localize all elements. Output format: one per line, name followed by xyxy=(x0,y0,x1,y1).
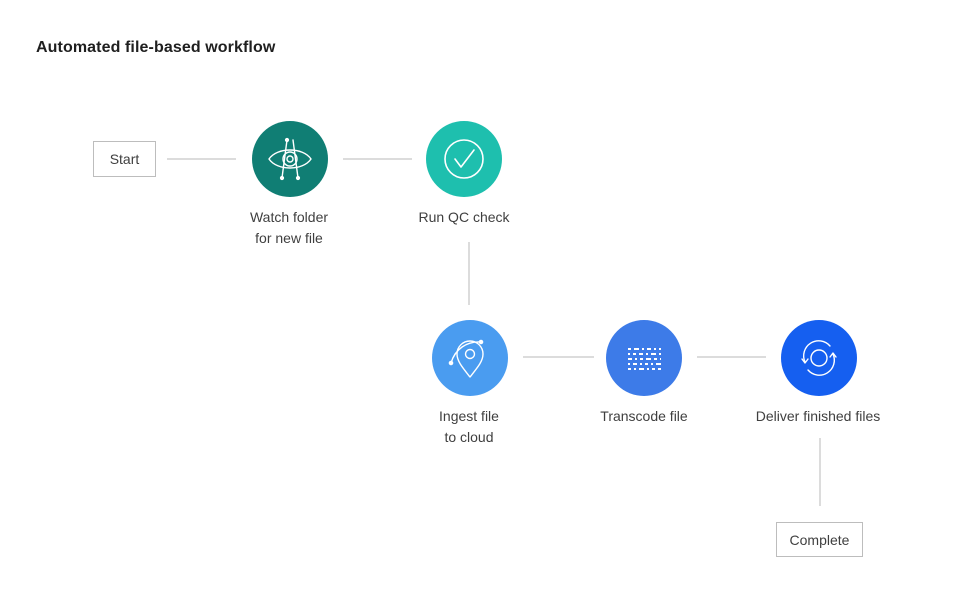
location-pin-icon xyxy=(448,339,484,378)
deliver-files-node xyxy=(781,320,857,396)
qc-check-node xyxy=(426,121,502,197)
ingest-file-label-line-2: to cloud xyxy=(444,429,494,445)
start-label: Start xyxy=(109,151,140,167)
transcode-file-node xyxy=(606,320,682,396)
qc-check-label: Run QC check xyxy=(418,207,509,228)
start-terminal: Start xyxy=(93,141,156,177)
transcode-file-label: Transcode file xyxy=(600,406,687,427)
refresh-cycle-icon xyxy=(801,340,837,376)
ingest-file-label-line-1: Ingest file xyxy=(439,408,499,424)
transcode-file-label-line-1: Transcode file xyxy=(600,408,688,424)
complete-terminal: Complete xyxy=(776,522,863,557)
ingest-file-node xyxy=(432,320,508,396)
qc-check-label-line-1: Run QC check xyxy=(418,209,510,225)
watch-folder-label-line-2: for new file xyxy=(255,230,323,246)
watch-folder-label-line-1: Watch folder xyxy=(249,209,329,225)
watch-folder-node xyxy=(252,121,328,197)
ingest-file-label: Ingest file to cloud xyxy=(439,406,499,448)
deliver-files-label: Deliver finished files xyxy=(756,406,881,427)
deliver-files-label-line-1: Deliver finished files xyxy=(755,408,881,424)
page-title: Automated file-based workflow xyxy=(36,39,276,56)
data-grid-icon xyxy=(628,348,661,370)
watch-folder-label: Watch folder for new file xyxy=(250,207,328,249)
eye-icon xyxy=(268,137,312,181)
complete-label: Complete xyxy=(789,531,850,548)
checkmark-icon xyxy=(444,139,484,179)
